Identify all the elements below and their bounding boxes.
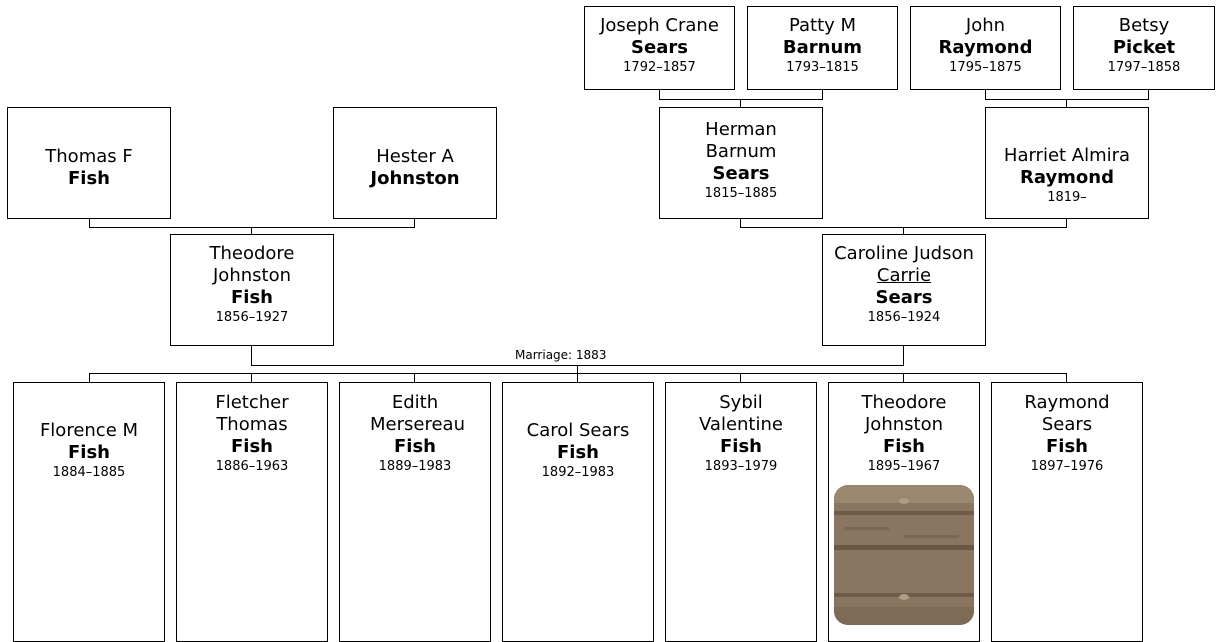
connector [89, 218, 90, 228]
surname: Fish [720, 436, 762, 457]
given-name: Carol Sears [526, 420, 630, 441]
surname: Picket [1112, 37, 1176, 58]
connector [414, 218, 415, 228]
given-name: Harriet Almira [1003, 145, 1131, 166]
person-box-joseph-crane-sears[interactable]: Joseph Crane Sears 1792–1857 [584, 6, 735, 90]
surname: Sears [712, 163, 770, 184]
life-dates: 1897–1976 [1030, 459, 1104, 474]
given-name: Betsy [1118, 15, 1170, 36]
person-box-john-raymond[interactable]: John Raymond 1795–1875 [910, 6, 1061, 90]
children-connector [577, 365, 578, 374]
life-dates: 1895–1967 [867, 459, 941, 474]
connector [1066, 218, 1067, 228]
surname: Johnston [370, 168, 460, 189]
given-name: Theodore Johnston [209, 243, 295, 286]
given-name: Edith Mersereau [370, 392, 465, 435]
person-box-patty-m-barnum[interactable]: Patty M Barnum 1793–1815 [747, 6, 898, 90]
nickname-link[interactable]: Carrie [876, 265, 932, 286]
given-name: Florence M [39, 420, 139, 441]
children-connector [251, 373, 252, 382]
given-name: Caroline Judson Carrie [823, 243, 985, 287]
person-box-hester-a-johnston[interactable]: Hester A Johnston [333, 107, 497, 219]
connector [1066, 99, 1067, 107]
child-box-fletcher-thomas-fish[interactable]: Fletcher Thomas Fish 1886–1963 [176, 382, 328, 642]
person-box-herman-barnum-sears[interactable]: Herman Barnum Sears 1815–1885 [659, 107, 823, 219]
surname: Fish [883, 436, 925, 457]
marriage-line [903, 345, 904, 366]
connector [985, 99, 1149, 100]
given-name: Theodore Johnston [861, 392, 947, 435]
child-box-sybil-valentine-fish[interactable]: Sybil Valentine Fish 1893–1979 [665, 382, 817, 642]
children-connector [89, 373, 90, 382]
connector [985, 89, 986, 100]
life-dates: 1892–1983 [541, 465, 615, 480]
given-name: Raymond Sears [1024, 392, 1110, 435]
life-dates: 1792–1857 [623, 60, 696, 75]
person-box-harriet-almira-raymond[interactable]: Harriet Almira Raymond 1819– [985, 107, 1149, 219]
surname: Fish [68, 442, 110, 463]
child-box-edith-mersereau-fish[interactable]: Edith Mersereau Fish 1889–1983 [339, 382, 491, 642]
life-dates: 1819– [1047, 190, 1087, 205]
life-dates: 1884–1885 [52, 465, 126, 480]
children-connector [89, 373, 1067, 374]
surname: Fish [231, 287, 273, 308]
connector [1148, 89, 1149, 100]
connector [659, 89, 660, 100]
person-photo[interactable] [834, 485, 974, 625]
grave-marker-photo-image [834, 485, 974, 625]
life-dates: 1793–1815 [786, 60, 859, 75]
surname: Raymond [1019, 167, 1114, 188]
surname: Sears [875, 287, 933, 308]
given-name: Herman Barnum [705, 119, 777, 162]
connector [659, 99, 823, 100]
connector [822, 89, 823, 100]
person-box-caroline-judson-sears[interactable]: Caroline Judson Carrie Sears 1856–1924 [822, 234, 986, 346]
life-dates: 1886–1963 [215, 459, 289, 474]
connector [251, 227, 252, 235]
person-box-betsy-picket[interactable]: Betsy Picket 1797–1858 [1073, 6, 1215, 90]
children-connector [740, 373, 741, 382]
children-connector [903, 373, 904, 382]
connector [89, 227, 415, 228]
connector [740, 99, 741, 107]
life-dates: 1856–1927 [215, 310, 289, 325]
person-box-theodore-johnston-fish-sr[interactable]: Theodore Johnston Fish 1856–1927 [170, 234, 334, 346]
marriage-label: Marriage: 1883 [514, 348, 608, 362]
surname: Fish [68, 168, 110, 189]
given-name: Hester A [376, 146, 454, 167]
given-name: Fletcher Thomas [215, 392, 289, 435]
surname: Fish [394, 436, 436, 457]
given-name-part: Caroline Judson [834, 243, 974, 264]
life-dates: 1856–1924 [867, 310, 941, 325]
surname: Fish [1046, 436, 1088, 457]
given-name: Sybil Valentine [699, 392, 783, 435]
connector [903, 227, 904, 235]
person-box-thomas-f-fish[interactable]: Thomas F Fish [7, 107, 171, 219]
surname: Sears [631, 37, 688, 58]
life-dates: 1797–1858 [1107, 60, 1181, 75]
child-box-florence-m-fish[interactable]: Florence M Fish 1884–1885 [13, 382, 165, 642]
child-box-raymond-sears-fish[interactable]: Raymond Sears Fish 1897–1976 [991, 382, 1143, 642]
given-name: Patty M [788, 15, 857, 36]
given-name: Thomas F [45, 146, 133, 167]
surname: Raymond [938, 37, 1033, 58]
children-connector [1066, 373, 1067, 382]
connector [740, 218, 741, 228]
surname: Fish [557, 442, 599, 463]
marriage-line [251, 345, 252, 366]
life-dates: 1795–1875 [949, 60, 1022, 75]
given-name: John [965, 15, 1006, 36]
child-box-theodore-johnston-fish[interactable]: Theodore Johnston Fish 1895–1967 [828, 382, 980, 642]
surname: Barnum [782, 37, 863, 58]
children-connector [414, 373, 415, 382]
child-box-carol-sears-fish[interactable]: Carol Sears Fish 1892–1983 [502, 382, 654, 642]
life-dates: 1893–1979 [704, 459, 778, 474]
surname: Fish [231, 436, 273, 457]
life-dates: 1815–1885 [704, 186, 778, 201]
children-connector [577, 373, 578, 382]
life-dates: 1889–1983 [378, 459, 452, 474]
given-name: Joseph Crane [600, 15, 719, 36]
